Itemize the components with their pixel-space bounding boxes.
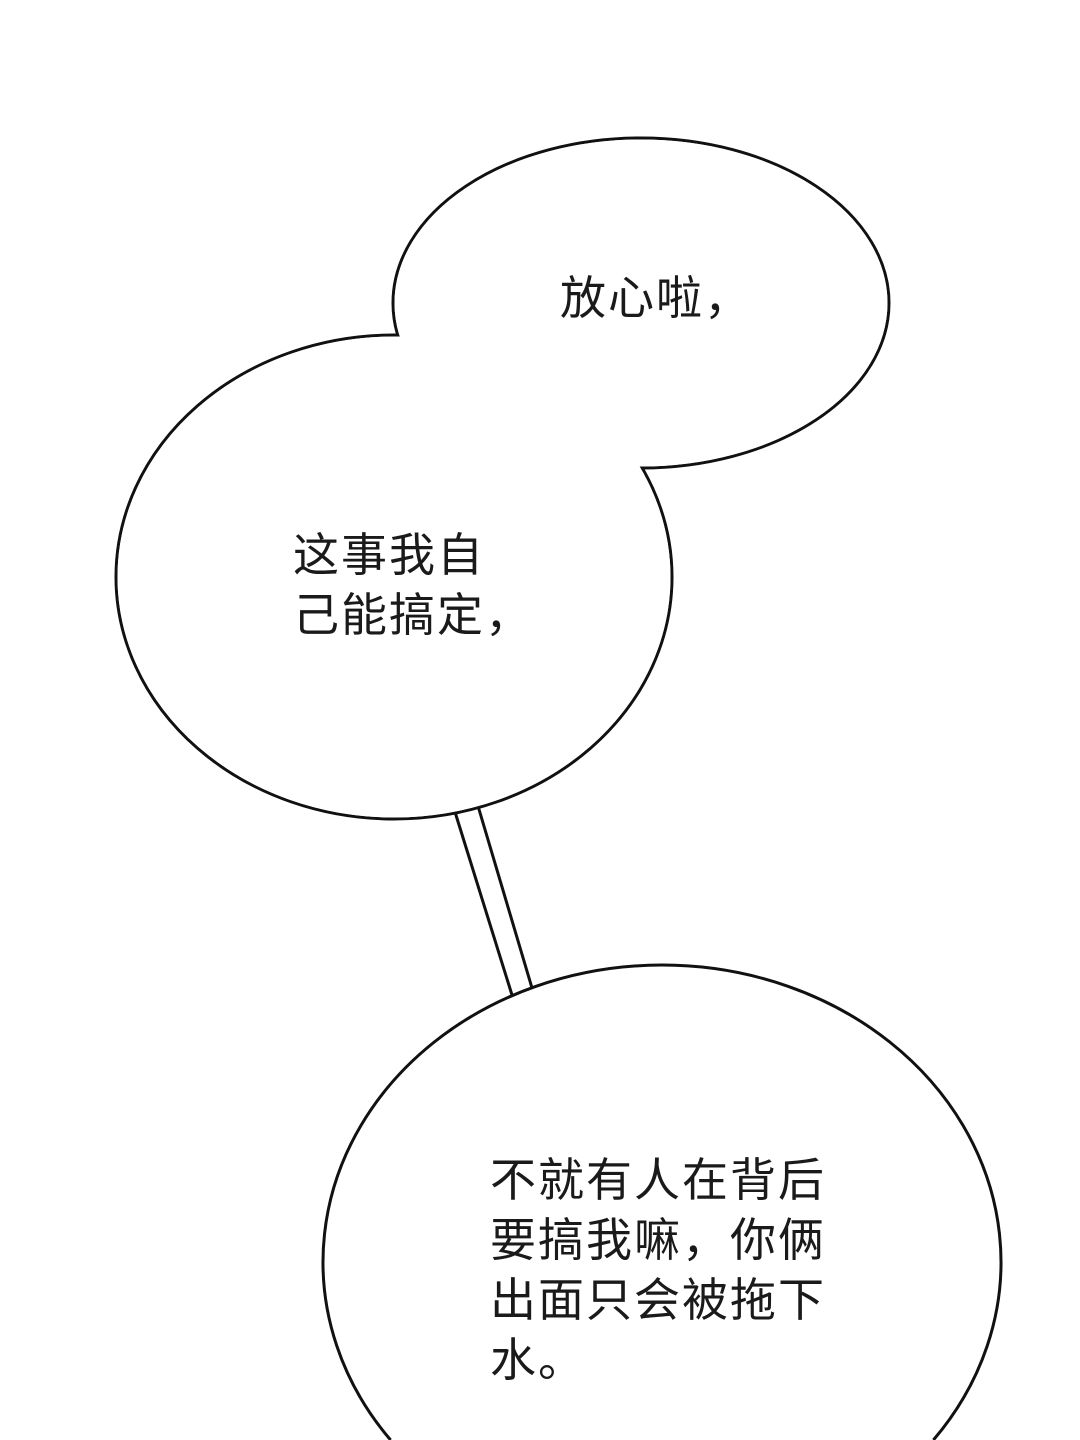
bubble-text-bottom: 不就有人在背后 要搞我嘛，你俩 出面只会被拖下 水。 <box>490 1150 826 1390</box>
bubble-line: 水。 <box>490 1333 586 1387</box>
bubble-line: 放心啦， <box>560 271 752 325</box>
bubble-line: 出面只会被拖下 <box>490 1273 826 1327</box>
bubble-line: 己能搞定， <box>293 588 533 642</box>
speech-bubble-middle-fill <box>117 336 671 818</box>
bubble-connector-left <box>453 811 514 996</box>
bubble-connector-right <box>476 805 534 989</box>
speech-bubble-bottom <box>321 963 1003 1440</box>
bubble-text-top: 放心啦， <box>560 268 752 328</box>
bubble-line: 这事我自 <box>293 528 485 582</box>
bubble-line: 不就有人在背后 <box>490 1153 826 1207</box>
bubble-text-middle: 这事我自 己能搞定， <box>293 525 533 645</box>
bubble-line: 要搞我嘛，你俩 <box>490 1213 826 1267</box>
